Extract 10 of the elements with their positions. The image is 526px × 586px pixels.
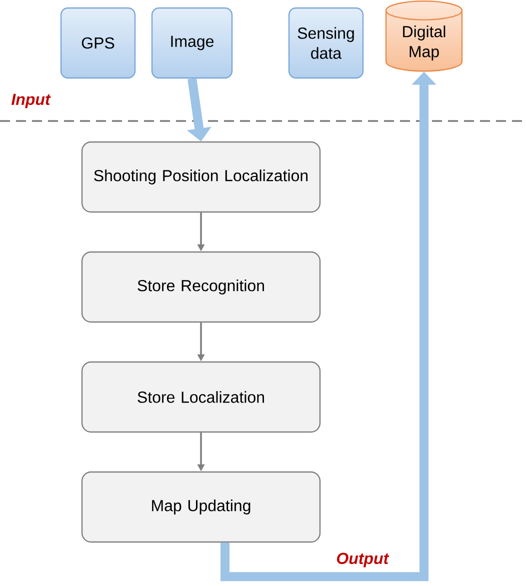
process-box: Store Localization xyxy=(81,361,321,433)
section-label: Output xyxy=(336,552,390,568)
process-box: Map Updating xyxy=(81,471,321,543)
database-cylinder: Digital Map xyxy=(385,0,463,72)
input-box: Image xyxy=(151,7,233,79)
process-box: Store Recognition xyxy=(81,251,321,323)
process-box: Shooting Position Localization xyxy=(81,141,321,213)
section-label: Input xyxy=(11,94,51,108)
input-box: GPS xyxy=(60,7,136,79)
input-box: Sensing data xyxy=(288,7,364,79)
